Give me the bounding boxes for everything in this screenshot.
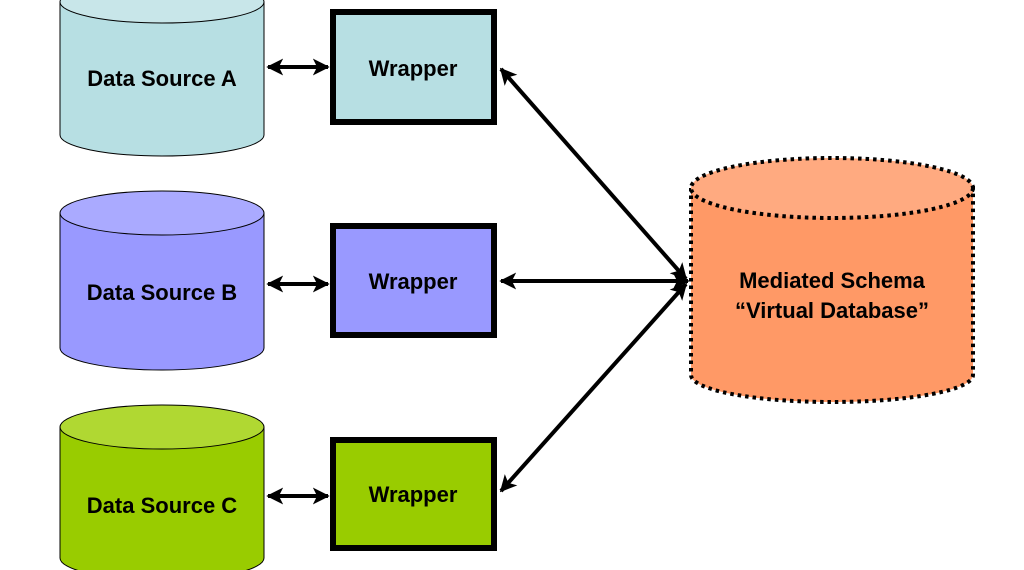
data-source-a-cylinder: Data Source A xyxy=(59,0,265,157)
arrow-wrapper-c-mediated xyxy=(499,282,688,493)
wrapper-b-label: Wrapper xyxy=(369,269,458,294)
wrapper-b-box xyxy=(330,223,497,338)
data-source-c-cylinder: Data Source C xyxy=(59,404,265,570)
data-source-c-label: Data Source C xyxy=(87,493,237,518)
data-source-c-top xyxy=(59,404,265,450)
arrow-wrapper-a-mediated xyxy=(499,67,688,281)
wrapper-a: Wrapper xyxy=(330,9,497,125)
wrapper-c-label: Wrapper xyxy=(369,482,458,507)
data-source-b-top xyxy=(59,190,265,236)
wrapper-c-box xyxy=(330,437,497,551)
data-source-a-top xyxy=(59,0,265,24)
data-source-b-body xyxy=(59,212,265,371)
data-source-a-label: Data Source A xyxy=(87,66,237,91)
data-source-b-cylinder: Data Source B xyxy=(59,190,265,371)
data-source-c-body xyxy=(59,426,265,570)
mediated-schema-body xyxy=(689,186,975,404)
wrapper-b: Wrapper xyxy=(330,223,497,338)
mediated-schema-title: Mediated Schema xyxy=(739,268,926,293)
data-source-b-label: Data Source B xyxy=(87,280,237,305)
wrapper-c: Wrapper xyxy=(330,437,497,551)
wrapper-a-box xyxy=(330,9,497,125)
mediated-schema-cylinder: Mediated Schema “Virtual Database” xyxy=(689,156,975,404)
wrapper-a-label: Wrapper xyxy=(369,56,458,81)
mediated-schema-top xyxy=(689,156,975,220)
mediated-schema-subtitle: “Virtual Database” xyxy=(735,298,929,323)
data-source-a-body xyxy=(59,1,265,157)
